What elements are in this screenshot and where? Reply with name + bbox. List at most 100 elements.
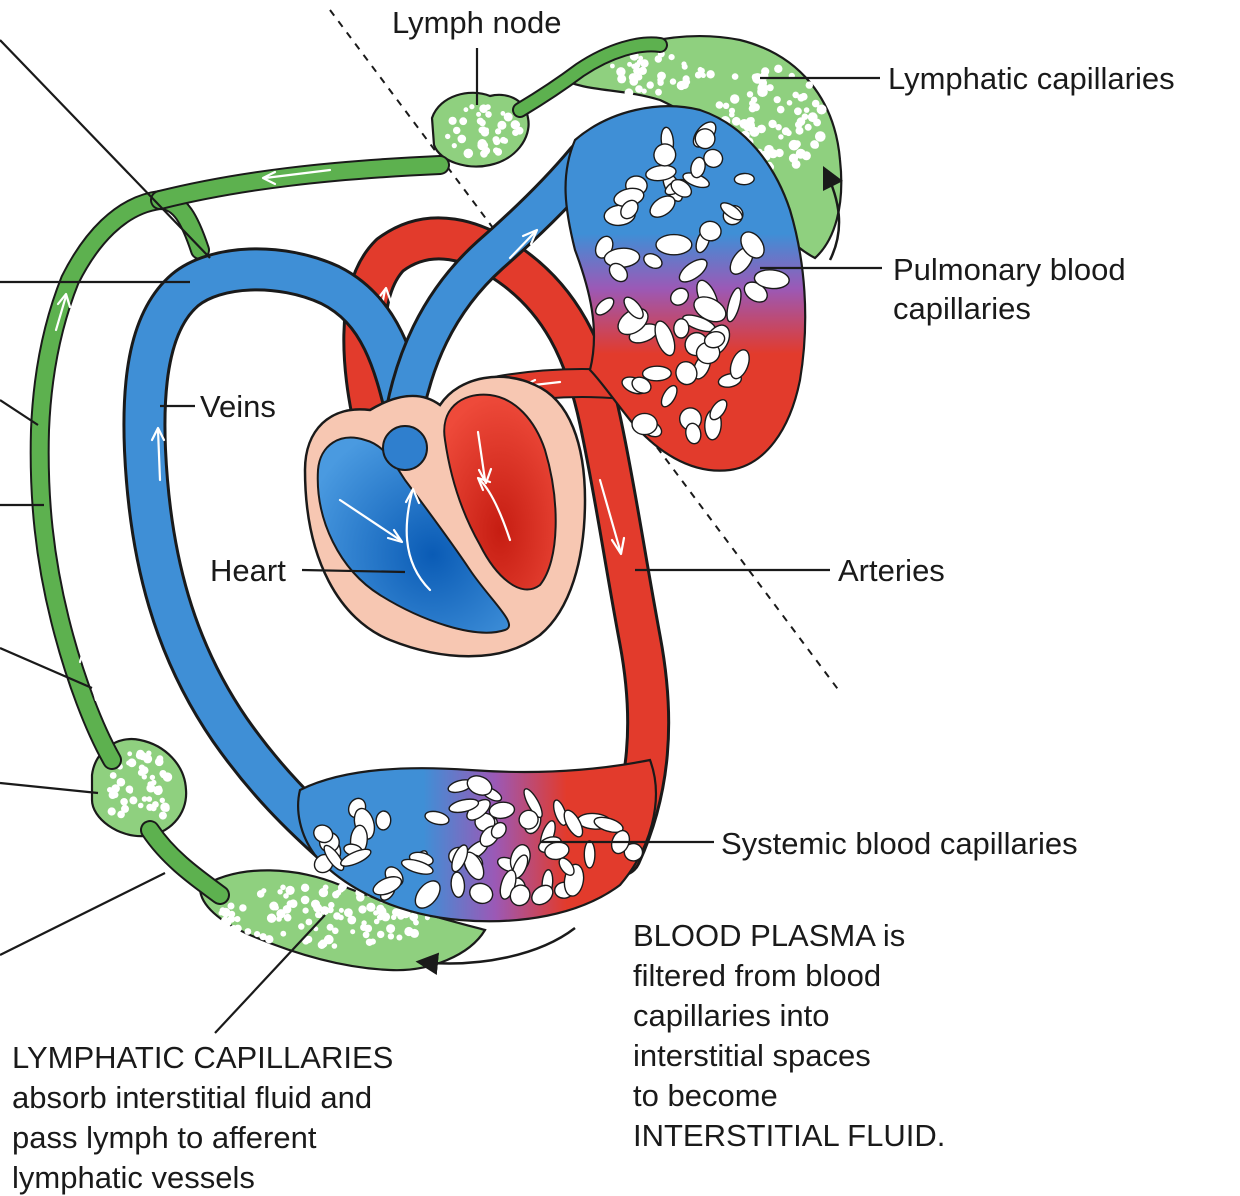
label-lymph-node: Lymph node: [392, 5, 561, 40]
label-pulmonary-capillaries-line1: Pulmonary blood: [893, 252, 1126, 287]
lymph-cell-dot: [732, 117, 741, 126]
lymph-cell-dot: [476, 112, 481, 117]
lymph-cell-dot: [127, 751, 132, 756]
lymph-cell-dot: [245, 928, 252, 935]
lymph-cell-dot: [493, 147, 499, 153]
lymph-cell-dot: [163, 772, 172, 781]
lymph-cell-dot: [634, 62, 640, 68]
note-lymphatic-capillaries: LYMPHATIC CAPILLARIES absorb interstitia…: [12, 1040, 393, 1195]
label-systemic-capillaries: Systemic blood capillaries: [721, 826, 1078, 861]
lymph-cell-dot: [796, 127, 804, 135]
capillary-gap: [632, 413, 657, 434]
capillary-gap: [656, 235, 692, 255]
lymph-cell-dot: [796, 149, 806, 159]
lymph-cell-dot: [458, 135, 467, 144]
lymph-cell-dot: [234, 916, 240, 922]
lymph-cell-dot: [366, 939, 373, 946]
lymph-cell-dot: [669, 54, 675, 60]
lymph-cell-dot: [806, 81, 813, 88]
lymph-cell-dot: [277, 889, 282, 894]
lymph-cell-dot: [347, 916, 356, 925]
lymph-cell-dot: [303, 908, 309, 914]
lymph-cell-dot: [729, 112, 735, 118]
lymph-cell-dot: [775, 124, 781, 130]
lymph-cell-dot: [350, 929, 355, 934]
lymph-cell-dot: [163, 806, 169, 812]
label-pulmonary-capillaries-line2: capillaries: [893, 291, 1031, 326]
lymph-cell-dot: [629, 73, 638, 82]
lymph-cell-dot: [396, 935, 402, 941]
lymph-cell-dot: [338, 915, 344, 921]
lymph-cell-dot: [617, 74, 626, 83]
lymph-cell-dot: [445, 134, 450, 139]
lymph-cell-dot: [657, 72, 666, 81]
lymph-cell-dot: [298, 923, 304, 929]
lymph-cell-dot: [273, 905, 279, 911]
capillary-gap: [642, 366, 671, 381]
lymph-cell-dot: [332, 891, 339, 898]
lymph-cell-dot: [280, 885, 286, 891]
lymph-cell-dot: [627, 62, 632, 67]
lymph-cell-dot: [453, 127, 460, 134]
lymph-cell-dot: [749, 105, 757, 113]
label-heart: Heart: [210, 553, 286, 588]
lymph-cell-dot: [797, 117, 806, 126]
lymph-cell-dot: [732, 73, 739, 80]
lymph-cell-dot: [108, 807, 116, 815]
lymph-cell-dot: [152, 801, 159, 808]
lymph-cell-dot: [120, 798, 128, 806]
note-plasma-line: capillaries into: [633, 998, 829, 1033]
lymph-cell-dot: [769, 151, 775, 157]
lymph-cell-dot: [501, 111, 506, 116]
lymph-cell-dot: [502, 138, 507, 143]
lymph-cell-dot: [151, 780, 157, 786]
lymph-cell-dot: [800, 93, 808, 101]
lymph-cell-dot: [655, 89, 662, 96]
lymph-cell-dot: [150, 775, 155, 780]
capillary-gap: [673, 319, 689, 339]
lymph-cell-dot: [111, 784, 120, 793]
lymph-cell-dot: [730, 94, 739, 103]
lymph-cell-dot: [342, 884, 347, 889]
lymph-cell-dot: [757, 125, 763, 131]
lymph-cell-dot: [323, 885, 329, 891]
capillary-gap: [584, 841, 595, 868]
lymph-cell-dot: [376, 905, 384, 913]
lymph-cell-dot: [138, 803, 144, 809]
lymph-cell-dot: [228, 903, 235, 910]
label-lymphatic-capillaries: Lymphatic capillaries: [888, 61, 1175, 96]
lymph-cell-dot: [306, 919, 313, 926]
note-plasma-line: to become: [633, 1078, 778, 1113]
lymph-cell-dot: [682, 64, 688, 70]
lymph-cell-dot: [777, 106, 785, 114]
lymph-cell-dot: [155, 758, 164, 767]
lymph-cell-dot: [257, 890, 265, 898]
lymph-cell-dot: [377, 931, 384, 938]
lymph-cell-dot: [681, 81, 686, 86]
lymph-cell-dot: [716, 101, 724, 109]
note-plasma-line: BLOOD PLASMA is: [633, 918, 905, 953]
lymph-cell-dot: [276, 909, 285, 918]
lymph-cell-dot: [786, 130, 792, 136]
lymph-cell-dot: [744, 120, 755, 131]
lymph-cell-dot: [625, 88, 634, 97]
lymph-node-top: [432, 93, 529, 167]
lymph-cell-dot: [747, 91, 753, 97]
lymph-cell-dot: [366, 903, 375, 912]
lymph-cell-dot: [452, 143, 457, 148]
lymph-cell-dot: [449, 117, 457, 125]
lymph-cell-dot: [787, 100, 793, 106]
lymph-cell-dot: [477, 141, 486, 150]
lymph-cell-dot: [374, 919, 380, 925]
lymph-cell-dot: [469, 104, 474, 109]
lymph-cell-dot: [289, 899, 298, 908]
lymph-cell-dot: [761, 67, 769, 75]
lymph-cell-dot: [812, 100, 820, 108]
lymph-cell-dot: [220, 907, 226, 913]
lymph-cell-dot: [610, 64, 615, 69]
lymph-cell-dot: [239, 904, 246, 911]
lymph-cell-dot: [464, 149, 474, 159]
lymph-cell-dot: [480, 126, 486, 132]
lymph-cell-dot: [793, 140, 801, 148]
